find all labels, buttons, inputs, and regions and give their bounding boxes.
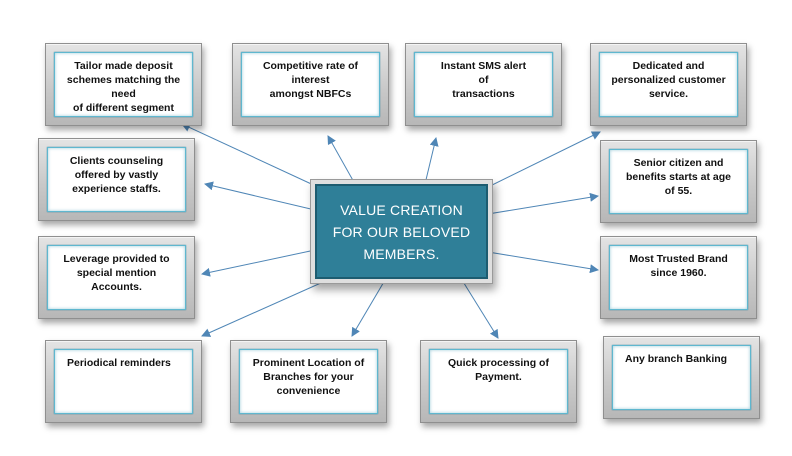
box-dedicated-service: Dedicated and personalized customer serv… [590,43,747,126]
box-inner: Clients counseling offered by vastly exp… [47,147,186,212]
box-most-trusted-brand: Most Trusted Brand since 1960. [600,236,757,319]
arrow-to-dedicated-service [481,131,601,191]
box-instant-sms-alert: Instant SMS alert of transactions [405,43,562,126]
arrow-to-most-trusted [487,251,599,274]
box-label: Dedicated and personalized customer serv… [611,60,726,100]
box-inner: Periodical reminders [54,349,193,414]
box-inner: Senior citizen and benefits starts at ag… [609,149,748,214]
box-label: Competitive rate of interest amongst NBF… [262,60,359,100]
box-inner: Competitive rate of interest amongst NBF… [241,52,380,117]
box-inner: Dedicated and personalized customer serv… [599,52,738,117]
box-inner: Prominent Location of Branches for your … [239,349,378,414]
box-periodical-reminders: Periodical reminders [45,340,202,423]
box-leverage-provided: Leverage provided to special mention Acc… [38,236,195,319]
box-inner: Most Trusted Brand since 1960. [609,245,748,310]
box-inner: Instant SMS alert of transactions [414,52,553,117]
arrow-to-competitive-rate [327,135,356,185]
box-quick-processing: Quick processing of Payment. [420,340,577,423]
box-inner: Leverage provided to special mention Acc… [47,245,186,310]
box-label: Instant SMS alert of transactions [440,60,527,100]
box-label: Tailor made deposit schemes matching the… [66,60,181,114]
arrow-to-sms-alert [424,137,439,185]
box-label: Clients counseling offered by vastly exp… [69,155,164,195]
box-label: Senior citizen and benefits starts at ag… [625,157,732,197]
box-label: Prominent Location of Branches for your … [252,357,365,397]
box-inner: Quick processing of Payment. [429,349,568,414]
box-competitive-rate: Competitive rate of interest amongst NBF… [232,43,389,126]
box-label: Most Trusted Brand since 1960. [629,253,728,279]
box-inner: Any branch Banking [612,345,751,410]
arrow-to-clients-counseling [204,181,316,211]
arrow-to-prominent-location [351,279,386,337]
box-label: Quick processing of Payment. [448,357,549,383]
box-any-branch-banking: Any branch Banking [603,336,760,419]
arrow-to-tailor-made [181,123,321,189]
arrow-to-senior-citizen [487,192,599,215]
box-label: Periodical reminders [67,357,171,369]
arrow-to-leverage [201,249,316,277]
arrow-to-periodical-reminders [201,277,333,337]
arrow-to-quick-processing [461,279,499,339]
center-value-creation-box: VALUE CREATION FOR OUR BELOVED MEMBERS. [315,184,488,279]
box-label: Leverage provided to special mention Acc… [63,253,170,293]
box-prominent-location: Prominent Location of Branches for your … [230,340,387,423]
box-label: Any branch Banking [625,353,728,365]
center-title: VALUE CREATION FOR OUR BELOVED MEMBERS. [332,201,471,262]
box-clients-counseling: Clients counseling offered by vastly exp… [38,138,195,221]
box-senior-citizen: Senior citizen and benefits starts at ag… [600,140,757,223]
box-tailor-made-deposit: Tailor made deposit schemes matching the… [45,43,202,126]
box-inner: Tailor made deposit schemes matching the… [54,52,193,117]
